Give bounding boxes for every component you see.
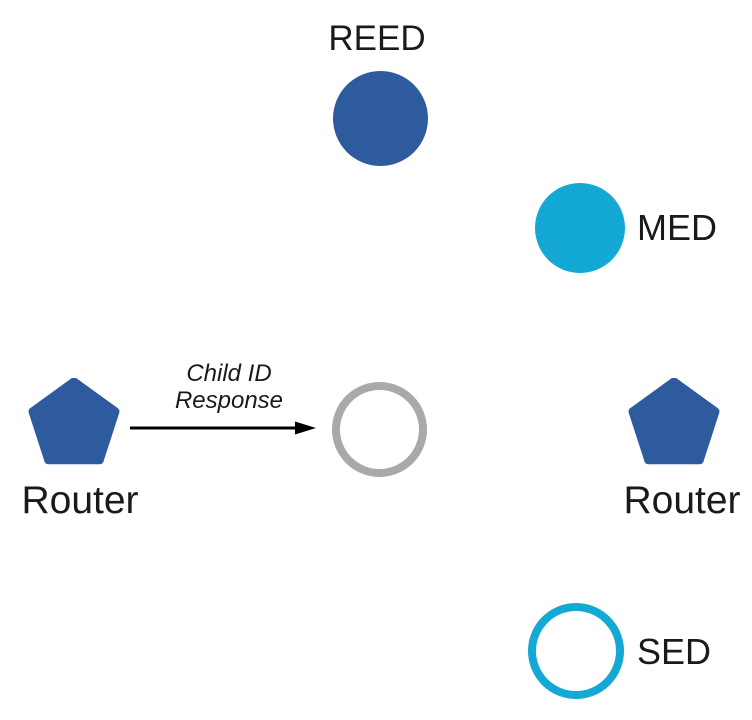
sed-node-circle <box>528 603 624 699</box>
edge-label-line1: Child ID <box>186 360 272 387</box>
joining-device-circle <box>332 382 427 477</box>
router-left-label: Router <box>21 479 139 522</box>
child-id-response-arrow <box>130 421 316 435</box>
med-node-circle <box>535 183 625 273</box>
sed-node-label: SED <box>637 631 712 672</box>
med-node-label: MED <box>637 207 717 248</box>
router-left-pentagon <box>28 378 120 465</box>
edge-label: Child ID Response <box>149 360 309 414</box>
edge-label-line2: Response <box>174 386 284 414</box>
router-right-label: Router <box>623 479 741 522</box>
router-right-pentagon <box>628 378 720 465</box>
reed-node-label: REED <box>328 19 426 58</box>
reed-node-circle <box>333 71 428 166</box>
